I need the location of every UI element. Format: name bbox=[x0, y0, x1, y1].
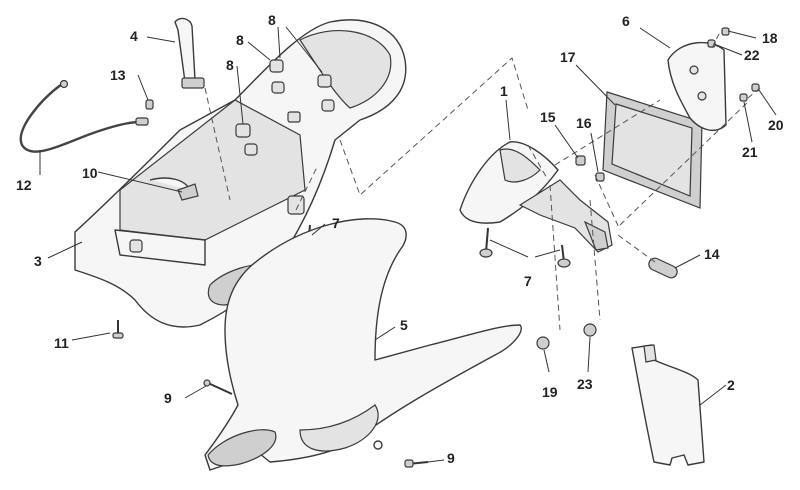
part-seat-latch bbox=[177, 183, 199, 201]
callout-16: 16 bbox=[576, 115, 592, 131]
callout-4: 4 bbox=[130, 28, 138, 44]
callout-7-bracket: 7 bbox=[524, 273, 532, 289]
callout-8-mid: 8 bbox=[226, 57, 234, 73]
part-screws-7-bracket bbox=[479, 227, 571, 268]
part-screw-11 bbox=[112, 320, 124, 339]
callout-21: 21 bbox=[742, 144, 758, 160]
part-small-screws bbox=[707, 27, 760, 102]
part-mud-flap bbox=[631, 344, 705, 466]
callout-9-right: 9 bbox=[447, 450, 455, 466]
callout-2: 2 bbox=[727, 377, 735, 393]
part-plate-frame bbox=[602, 91, 703, 209]
part-seat-lock-cable bbox=[19, 79, 149, 153]
callout-5: 5 bbox=[400, 317, 408, 333]
part-plate-bracket bbox=[667, 41, 727, 132]
callout-15: 15 bbox=[540, 109, 556, 125]
callout-labels: 1 2 3 4 5 6 7 7 8 8 8 9 9 10 11 12 13 14… bbox=[16, 12, 784, 466]
callout-20: 20 bbox=[768, 117, 784, 133]
callout-14: 14 bbox=[704, 246, 720, 262]
part-screws-9 bbox=[203, 379, 429, 468]
callout-3: 3 bbox=[34, 253, 42, 269]
callout-8-top: 8 bbox=[268, 12, 276, 28]
callout-1: 1 bbox=[500, 83, 508, 99]
callout-22: 22 bbox=[744, 47, 760, 63]
callout-7-cowl: 7 bbox=[332, 215, 340, 231]
part-nuts-19-23 bbox=[536, 323, 597, 350]
callout-9-left: 9 bbox=[164, 390, 172, 406]
callout-18: 18 bbox=[762, 30, 778, 46]
rubber-grommets bbox=[129, 59, 335, 253]
part-nuts-15-16 bbox=[575, 155, 605, 182]
callout-19: 19 bbox=[542, 384, 558, 400]
callout-11: 11 bbox=[54, 335, 69, 351]
callout-13: 13 bbox=[110, 67, 126, 83]
callout-8-left: 8 bbox=[236, 32, 244, 48]
part-rear-mudguard bbox=[204, 218, 522, 471]
part-screw-13 bbox=[145, 99, 154, 110]
callout-10: 10 bbox=[82, 165, 98, 181]
callout-23: 23 bbox=[577, 376, 593, 392]
part-helmet-hook bbox=[174, 17, 205, 89]
leader-lines bbox=[39, 26, 777, 463]
callout-17: 17 bbox=[560, 49, 576, 65]
callout-12: 12 bbox=[16, 177, 32, 193]
part-reflector bbox=[648, 257, 678, 279]
part-license-bracket bbox=[459, 141, 613, 253]
part-rear-cowl bbox=[74, 19, 407, 328]
callout-6: 6 bbox=[622, 13, 630, 29]
assembly-guide-lines bbox=[204, 31, 761, 331]
